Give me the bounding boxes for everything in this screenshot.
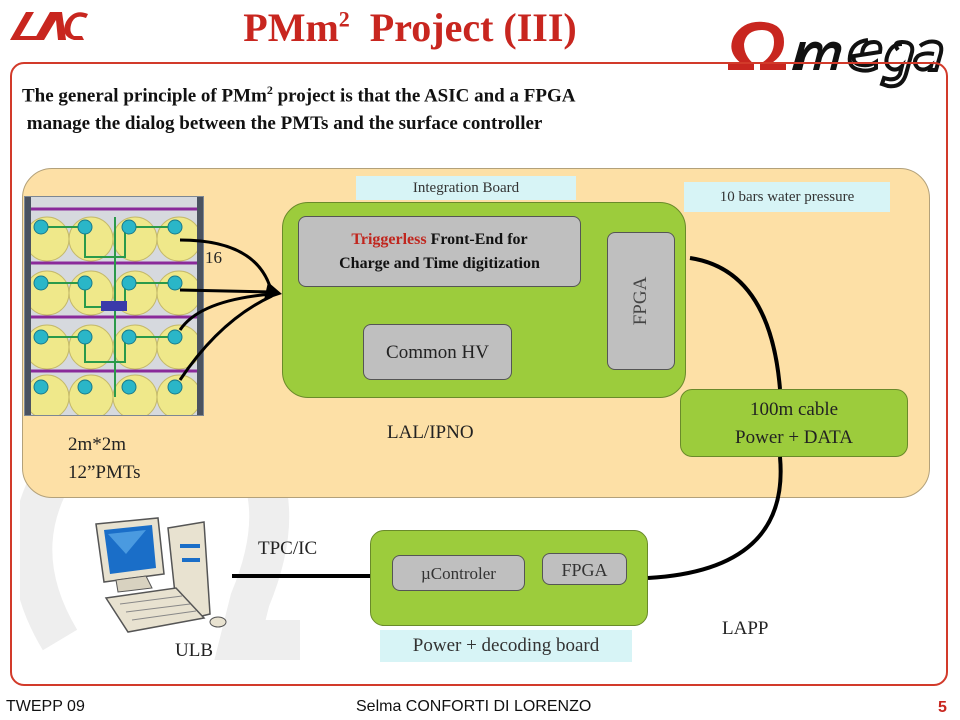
cable-box: 100m cable Power + DATA: [680, 389, 908, 457]
fpga-to-cable-line: [689, 256, 782, 390]
intro-line-1: The general principle of PMm2 project is…: [22, 76, 762, 110]
intro-line-1-post: project is that the ASIC and a FPGA: [272, 85, 576, 107]
intro-superscript: 2: [266, 83, 273, 97]
footer-conference: TWEPP 09: [6, 698, 85, 715]
channel-count-label: 16: [205, 248, 222, 267]
lal-logo: [10, 12, 88, 40]
intro-line-2: manage the dialog between the PMTs and t…: [22, 113, 543, 135]
lal-ipno-label: LAL/IPNO: [387, 422, 474, 443]
tpc-ic-label: TPC/IC: [258, 538, 318, 559]
frontend-line-1: Triggerless Front-End for: [299, 228, 580, 252]
slide-title: PMm2 Project (III): [0, 4, 820, 51]
pmt-array-icon: [24, 197, 203, 420]
frontend-triggerless: Triggerless: [351, 231, 427, 248]
intro-text: The general principle of PMm2 project is…: [22, 76, 762, 138]
lapp-label: LAPP: [722, 618, 769, 639]
cable-to-decoder-line: [647, 456, 783, 580]
page-number: 5: [938, 699, 947, 716]
frontend-line-2: Charge and Time digitization: [339, 255, 540, 272]
intro-line-1-pre: The general principle of PMm: [22, 85, 267, 107]
fpga-board-box: FPGA: [607, 232, 675, 370]
title-superscript: 2: [338, 6, 350, 32]
integration-board-label: Integration Board: [356, 176, 576, 200]
pmt-size-label: 2m*2m: [68, 434, 127, 455]
cable-line-1: 100m cable: [749, 399, 839, 420]
frontend-asic-box: Triggerless Front-End for Charge and Tim…: [298, 216, 581, 287]
decoder-label: Power + decoding board: [380, 630, 632, 662]
common-hv-box: Common HV: [363, 324, 512, 380]
pmt-array-image: [24, 196, 204, 420]
signal-arrow-icon: [264, 282, 282, 300]
fpga-decoder-box: FPGA: [542, 553, 627, 585]
ucontroler-box: µControler: [392, 555, 525, 591]
pressure-label: 10 bars water pressure: [684, 182, 890, 212]
pmt-type-label: 12”PMTs: [68, 462, 141, 483]
cable-line-2: Power + DATA: [735, 427, 853, 448]
title-rest: Project (III): [349, 5, 577, 50]
computer-icon: [95, 517, 227, 633]
footer-author: Selma CONFORTI DI LORENZO: [356, 698, 592, 715]
slide-frame: [10, 62, 948, 686]
pmt-signal-lines: [178, 238, 274, 381]
omega-logo: [728, 21, 944, 89]
frontend-rest: Front-End for: [426, 231, 528, 248]
title-main: PMm: [243, 5, 339, 50]
ulb-label: ULB: [175, 640, 213, 661]
